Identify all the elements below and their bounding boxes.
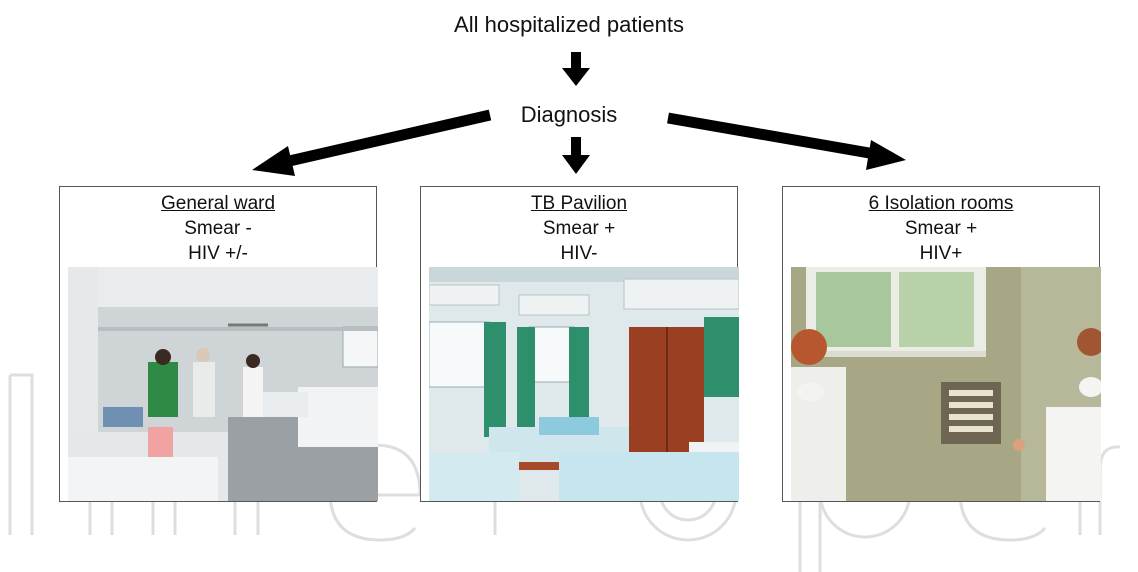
smear-status: Smear + [904, 218, 978, 239]
arrow-diagnosis-to-general-ward [252, 109, 492, 176]
tb-pavilion-box: TB Pavilion Smear + HIV- [420, 186, 739, 502]
ward-title: General ward [160, 193, 276, 214]
general-ward-box: General ward Smear - HIV +/- [59, 186, 378, 502]
hiv-status: HIV+ [919, 243, 963, 264]
arrow-patients-to-diagnosis [562, 52, 590, 86]
general-ward-photo [68, 267, 378, 501]
hiv-status: HIV +/- [188, 243, 248, 264]
hiv-status: HIV- [560, 243, 598, 264]
smear-status: Smear + [542, 218, 616, 239]
ward-title: TB Pavilion [530, 193, 628, 214]
isolation-room-photo [791, 267, 1101, 501]
arrow-diagnosis-to-isolation-rooms [667, 112, 906, 170]
ward-title: 6 Isolation rooms [868, 193, 1014, 214]
smear-status: Smear - [184, 218, 252, 239]
all-hospitalized-patients-node: All hospitalized patients [454, 12, 684, 37]
arrow-diagnosis-to-tb-pavilion [562, 137, 590, 174]
isolation-rooms-box: 6 Isolation rooms Smear + HIV+ [782, 186, 1101, 502]
tb-pavilion-photo [429, 267, 739, 501]
diagnosis-node: Diagnosis [520, 102, 618, 127]
